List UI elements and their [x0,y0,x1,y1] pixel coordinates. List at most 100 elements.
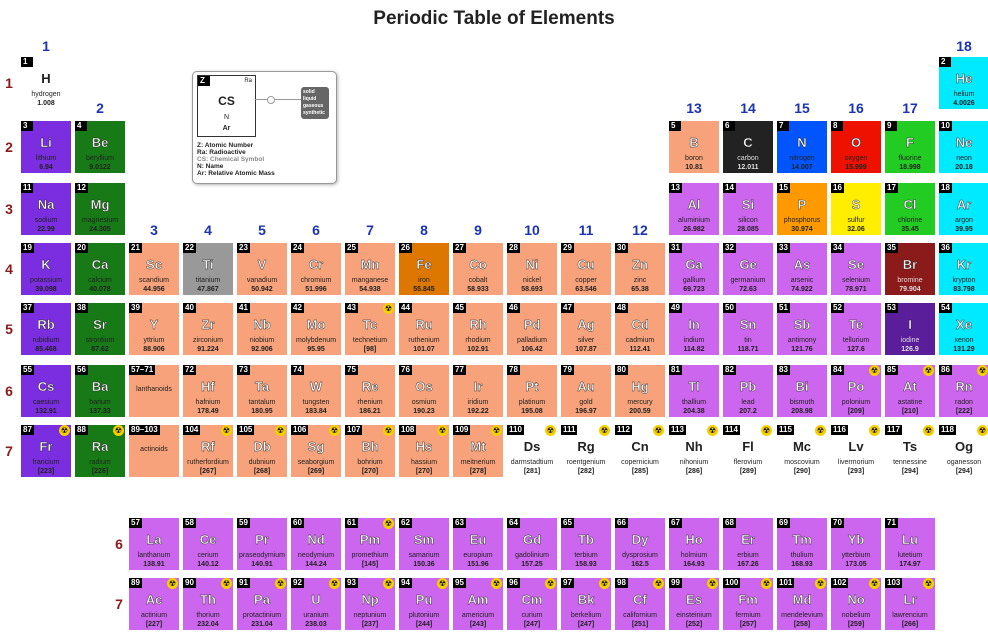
atomic-mass: 6.94 [39,164,53,171]
radioactive-icon: ☢ [113,425,124,436]
atomic-number: 87 [21,425,34,435]
chemical-symbol: Mc [792,439,812,454]
chemical-symbol: Zn [632,257,648,272]
group-label-15: 15 [794,100,810,116]
atomic-number: 53 [885,303,898,313]
atomic-number: 2 [939,57,951,67]
atomic-number: 73 [237,365,250,375]
chemical-symbol: Sg [307,439,325,454]
atomic-number: 116 [831,425,848,435]
atomic-number: 52 [831,303,844,313]
group-label-16: 16 [848,100,864,116]
legend-connector [255,99,301,100]
atomic-mass: [286] [685,468,703,475]
element-name: tungsten [302,399,330,406]
atomic-mass: 151.96 [467,561,489,568]
radioactive-icon: ☢ [761,578,772,589]
atomic-number: 67 [669,518,682,528]
atomic-number: 46 [507,303,520,313]
atomic-mass: 121.76 [791,346,813,353]
atomic-mass: [98] [363,346,377,353]
atomic-number: 54 [939,303,952,313]
chemical-symbol: Hf [201,379,215,394]
element-name: nobelium [841,612,871,619]
radioactive-icon: ☢ [329,578,340,589]
radioactive-icon: ☢ [599,578,610,589]
atomic-mass: [293] [847,468,865,475]
legend-dot-icon [267,96,275,104]
element-name: flerovium [733,459,763,466]
chemical-symbol: Sr [93,317,107,332]
atomic-mass: 18.998 [899,164,921,171]
atomic-mass: 28.085 [737,226,759,233]
chemical-symbol: Db [253,439,271,454]
chemical-symbol: Fr [39,439,53,454]
element-name: antimony [787,337,817,344]
atomic-number: 51 [777,303,790,313]
atomic-number: 40 [183,303,196,313]
atomic-number: 55 [21,365,34,375]
legend-cs: CS [218,94,235,108]
atomic-number: 19 [21,243,34,253]
chemical-symbol: Cr [308,257,324,272]
element-name: manganese [351,277,389,284]
atomic-mass: [278] [469,468,487,475]
atomic-mass: 157.25 [521,561,543,568]
atomic-mass: 44.956 [143,286,165,293]
radioactive-icon: ☢ [869,425,880,436]
atomic-mass: 140.91 [251,561,273,568]
group-label-3: 3 [150,222,158,238]
legend-key-item: CS: Chemical Symbol [197,156,265,163]
atomic-mass: 85.468 [35,346,57,353]
atomic-mass: 69.723 [683,286,705,293]
chemical-symbol: He [955,71,973,86]
atomic-mass: 195.08 [521,408,543,415]
chemical-symbol: Xe [956,317,972,332]
atomic-mass: 178.49 [197,408,219,415]
atomic-mass: [267] [199,468,217,475]
atomic-mass: 192.22 [467,408,489,415]
chemical-symbol: Os [415,379,433,394]
group-label-2: 2 [96,100,104,116]
chemical-symbol: Pb [739,379,757,394]
chemical-symbol: Md [792,592,812,607]
chemical-symbol: N [797,135,807,150]
chemical-symbol: C [743,135,753,150]
atomic-number: 35 [885,243,898,253]
atomic-mass: [237] [361,621,379,628]
element-name: curium [521,612,543,619]
atomic-number: 64 [507,518,520,528]
atomic-number: 78 [507,365,520,375]
atomic-number: 103 [885,578,903,588]
chemical-symbol: Cd [631,317,649,332]
chemical-symbol: Ti [202,257,214,272]
chemical-symbol: Bh [361,439,379,454]
element-name: magnesium [81,217,119,224]
placeholder-name: actinoids [140,446,168,453]
atomic-number: 98 [615,578,628,588]
chemical-symbol: Li [40,135,52,150]
chemical-symbol: Re [361,379,379,394]
atomic-mass: 55.845 [413,286,435,293]
radioactive-icon: ☢ [167,578,178,589]
